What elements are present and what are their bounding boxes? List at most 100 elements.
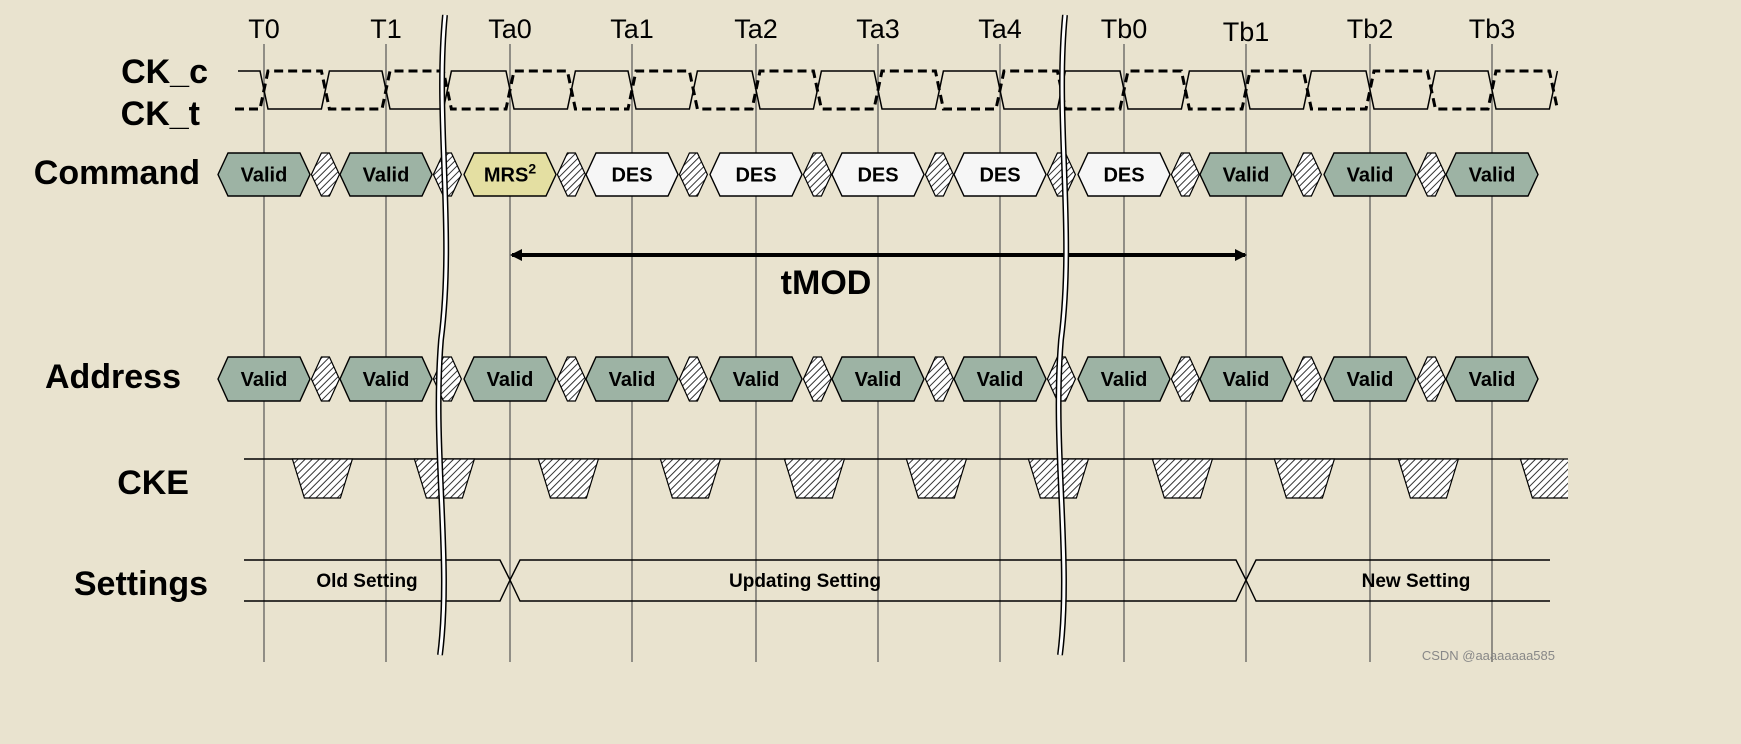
command-cell-3 (463, 152, 557, 197)
cke-transition-1 (291, 458, 354, 499)
command-transition-5 (802, 152, 833, 197)
cke-label: CKE (117, 464, 189, 502)
command-transition-4 (678, 152, 709, 197)
command-transition-10 (1416, 152, 1447, 197)
command-cell-label-8: DES (1103, 165, 1144, 187)
ck-t-label: CK_t (121, 95, 200, 133)
address-cell-5 (709, 356, 803, 402)
address-cell-4 (585, 356, 679, 402)
tick-label-ta0: Ta0 (488, 14, 532, 44)
command-cell-label-6: DES (857, 165, 898, 187)
command-label: Command (34, 154, 200, 192)
command-transition-8 (1170, 152, 1201, 197)
clock-waveform (235, 69, 1559, 111)
command-cell-5 (709, 152, 803, 197)
tick-label-tb3: Tb3 (1469, 14, 1516, 44)
command-transition-9 (1292, 152, 1323, 197)
address-cell-label-3: Valid (487, 369, 534, 391)
address-cell-label-5: Valid (733, 369, 780, 391)
tick-label-tb0: Tb0 (1101, 14, 1148, 44)
cke-transition-6 (905, 458, 968, 499)
tick-label-ta4: Ta4 (978, 14, 1022, 44)
address-cell-7 (953, 356, 1047, 402)
command-cell-4 (585, 152, 679, 197)
address-cell-label-6: Valid (855, 369, 902, 391)
command-cell-label-5: DES (735, 165, 776, 187)
address-cell-label-8: Valid (1101, 369, 1148, 391)
cke-transition-5 (783, 458, 846, 499)
command-cell-label-9: Valid (1223, 165, 1270, 187)
cke-transition-11 (1519, 458, 1568, 499)
command-cell-superscript: 2 (528, 161, 536, 177)
address-transition-4 (678, 356, 709, 402)
address-cell-10 (1323, 356, 1417, 402)
command-cell-7 (953, 152, 1047, 197)
address-cell-label-7: Valid (977, 369, 1024, 391)
cke-transition-10 (1397, 458, 1460, 499)
command-cell-10 (1323, 152, 1417, 197)
address-cell-label-4: Valid (609, 369, 656, 391)
tick-label-ta3: Ta3 (856, 14, 900, 44)
tick-label-t0: T0 (248, 14, 280, 44)
address-transition-1 (310, 356, 341, 402)
address-cell-label-10: Valid (1347, 369, 1394, 391)
ck-c-label: CK_c (121, 53, 208, 91)
address-label: Address (45, 358, 181, 396)
cke-transition-8 (1151, 458, 1214, 499)
command-cell-6 (831, 152, 925, 197)
settings-bus-lines (244, 559, 1550, 602)
cke-row (244, 458, 1568, 499)
command-transition-1 (310, 152, 341, 197)
settings-phase-updating: Updating Setting (729, 571, 881, 592)
address-transition-5 (802, 356, 833, 402)
command-cell-label-1: Valid (241, 165, 288, 187)
address-transition-10 (1416, 356, 1447, 402)
command-cell-label-3: MRS2 (484, 161, 536, 187)
command-cell-label-4: DES (611, 165, 652, 187)
settings-label: Settings (74, 565, 208, 603)
address-row: Valid Valid Valid Valid Valid Valid Valid Valid… (217, 356, 1539, 402)
tick-gridlines (263, 44, 1493, 662)
cke-transition-2 (413, 458, 476, 499)
command-transition-3 (556, 152, 587, 197)
address-cell-1 (217, 356, 311, 402)
tick-label-ta1: Ta1 (610, 14, 654, 44)
address-transition-6 (924, 356, 955, 402)
tick-label-tb1: Tb1 (1223, 17, 1270, 47)
command-cell-1 (217, 152, 311, 197)
command-cell-label-11: Valid (1469, 165, 1516, 187)
ck-t-waveform (235, 69, 1559, 111)
command-cell-2 (339, 152, 433, 197)
command-transition-6 (924, 152, 955, 197)
ck-c-waveform (238, 70, 1559, 110)
cke-transition-4 (659, 458, 722, 499)
address-cell-label-11: Valid (1469, 369, 1516, 391)
address-cell-2 (339, 356, 433, 402)
address-transition-9 (1292, 356, 1323, 402)
command-transition-7 (1046, 152, 1077, 197)
address-cell-3 (463, 356, 557, 402)
address-cell-8 (1077, 356, 1171, 402)
tick-label-ta2: Ta2 (734, 14, 778, 44)
tick-label-t1: T1 (370, 14, 402, 44)
command-cell-9 (1199, 152, 1293, 197)
address-cell-label-1: Valid (241, 369, 288, 391)
command-cell-label-7: DES (979, 165, 1020, 187)
settings-phase-new: New Setting (1362, 571, 1471, 592)
address-transition-3 (556, 356, 587, 402)
address-cell-label-2: Valid (363, 369, 410, 391)
time-break-left (437, 14, 448, 656)
address-cell-11 (1445, 356, 1539, 402)
command-cell-label-10: Valid (1347, 165, 1394, 187)
cke-transition-3 (537, 458, 600, 499)
tmod-label: tMOD (781, 264, 872, 302)
address-transition-8 (1170, 356, 1201, 402)
command-cell-11 (1445, 152, 1539, 197)
cke-transition-9 (1273, 458, 1336, 499)
address-cell-6 (831, 356, 925, 402)
address-cell-label-9: Valid (1223, 369, 1270, 391)
settings-row: Old Setting Updating Setting New Setting (244, 559, 1550, 602)
watermark: CSDN @aaaaaaaa585 (1422, 648, 1555, 663)
